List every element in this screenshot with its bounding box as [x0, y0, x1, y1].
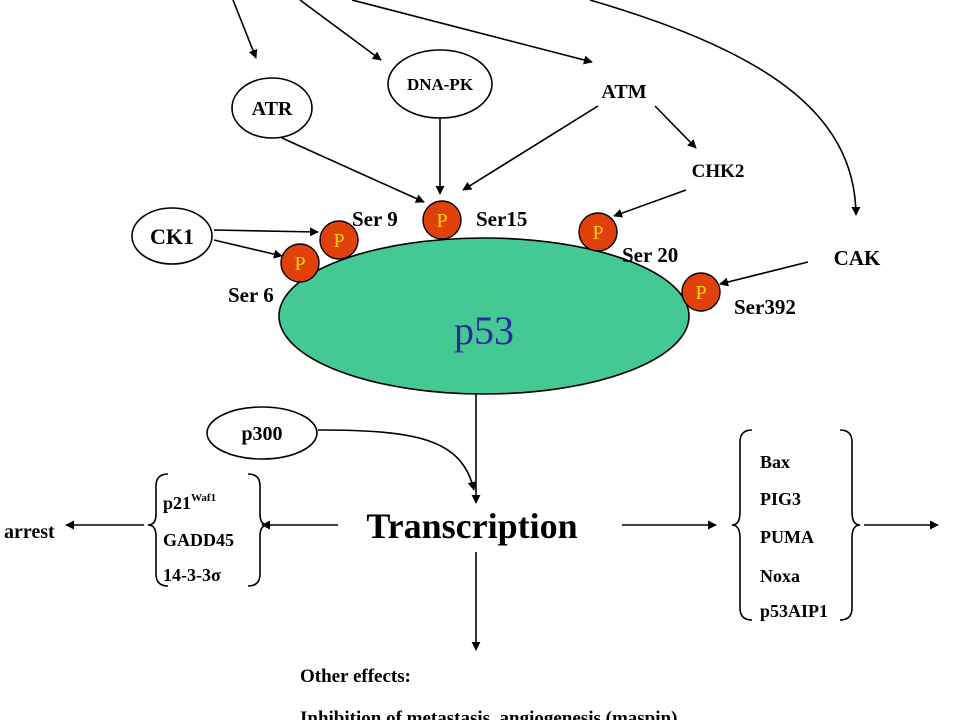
- phospho-marker-ser15: P: [422, 200, 462, 240]
- right-target-noxa: Noxa: [760, 566, 800, 586]
- p300-node: p300: [206, 406, 318, 460]
- p300-label: p300: [241, 423, 282, 445]
- edge-top-to-cak: [589, 0, 861, 216]
- site-label-ser20: Ser 20: [622, 243, 678, 267]
- atm-label: ATM: [601, 81, 646, 103]
- atr-label: ATR: [252, 98, 293, 120]
- edge-ck1-to-ser6: [213, 239, 283, 259]
- p53-protein: [278, 237, 690, 395]
- edge-p300-to-transcription: [317, 429, 477, 491]
- left-brace-close: [247, 473, 269, 587]
- edge-cak-to-ser392: [719, 261, 809, 287]
- atr-node: ATR: [231, 77, 313, 139]
- ck1-label: CK1: [150, 224, 194, 249]
- phospho-marker-ser6: P: [280, 243, 320, 283]
- left-target-gadd45: GADD45: [163, 530, 234, 550]
- left-target-14-3-3-sigma: 14-3-3σ: [163, 565, 221, 585]
- edge-ck1-to-ser9: [213, 227, 319, 237]
- edge-atr-to-ser15: [281, 137, 425, 203]
- phospho-marker-ser9: P: [319, 220, 359, 260]
- svg-text:P: P: [294, 253, 305, 275]
- right-target-bax: Bax: [760, 452, 790, 472]
- ck1-node: CK1: [131, 207, 213, 265]
- edge-atm-to-ser15: [462, 105, 599, 191]
- chk2-label: CHK2: [692, 161, 745, 182]
- right-target-pig3: PIG3: [760, 489, 801, 509]
- right-target-p53aip1: p53AIP1: [760, 601, 828, 621]
- p53-label: p53: [454, 308, 514, 353]
- phospho-marker-ser392: P: [681, 272, 721, 312]
- svg-text:P: P: [436, 210, 447, 232]
- site-label-ser15: Ser15: [476, 207, 527, 231]
- phospho-marker-ser20: P: [578, 212, 618, 252]
- right-brace-close: [839, 429, 861, 621]
- svg-text:P: P: [333, 230, 344, 252]
- left-brace-open: [147, 473, 169, 587]
- edge-top-to-dnapk: [299, 0, 382, 61]
- right-target-puma: PUMA: [760, 527, 814, 547]
- left-target-p21: p21Waf1: [163, 492, 216, 513]
- edge-atm-to-chk2: [654, 105, 697, 149]
- dnapk-node: DNA-PK: [387, 49, 493, 119]
- cak-label: CAK: [834, 246, 881, 270]
- other-effects-title: Other effects:: [300, 666, 411, 687]
- other-effects-line-1: Inhibition of metastasis, angiogenesis (…: [300, 708, 677, 720]
- site-label-ser392: Ser392: [734, 295, 796, 319]
- svg-text:P: P: [695, 282, 706, 304]
- right-brace-open: [731, 429, 753, 621]
- edge-top-to-atm: [351, 0, 593, 65]
- site-label-ser6: Ser 6: [228, 283, 274, 307]
- site-label-ser9: Ser 9: [352, 207, 398, 231]
- edge-top-to-atr: [232, 0, 258, 59]
- transcription-label: Transcription: [366, 506, 577, 546]
- edge-chk2-to-ser20: [613, 189, 687, 218]
- outcome-arrest: arrest: [4, 521, 55, 543]
- dnapk-label: DNA-PK: [407, 75, 474, 94]
- svg-text:P: P: [592, 222, 603, 244]
